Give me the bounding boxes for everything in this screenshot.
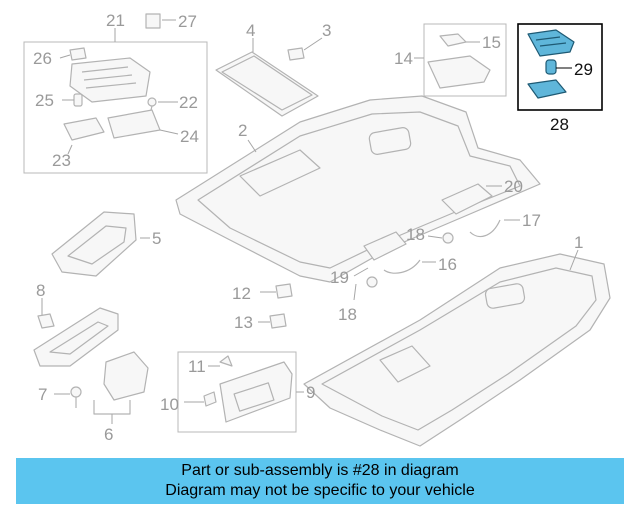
part-4-group: 4 xyxy=(215,21,319,117)
clip-26 xyxy=(69,47,87,61)
callout-9: 9 xyxy=(306,383,315,402)
grab-handle-16 xyxy=(383,259,421,274)
callout-26: 26 xyxy=(33,49,52,68)
callout-7: 7 xyxy=(38,385,47,404)
callout-24: 24 xyxy=(180,127,199,146)
banner-line-2: Diagram may not be specific to your vehi… xyxy=(165,482,475,499)
part-12-13-group: 12 13 xyxy=(232,283,293,332)
lamp-14 xyxy=(427,55,491,89)
clip-13 xyxy=(269,313,287,329)
callout-17: 17 xyxy=(522,211,541,230)
socket-27 xyxy=(145,13,161,29)
part-14-box xyxy=(423,23,507,97)
callout-25: 25 xyxy=(35,91,54,110)
callout-2: 2 xyxy=(238,121,247,140)
screw-18-lower xyxy=(366,276,378,288)
callout-29: 29 xyxy=(574,60,593,79)
part-7-group: 7 xyxy=(38,385,82,408)
screw-18-upper xyxy=(442,232,454,244)
part-5-group: 5 xyxy=(51,211,161,277)
callout-18b: 18 xyxy=(338,305,357,324)
part-2-group: 2 xyxy=(175,95,541,283)
callout-4: 4 xyxy=(246,21,255,40)
callout-8: 8 xyxy=(36,281,45,300)
callout-1: 1 xyxy=(574,233,583,252)
callout-28: 28 xyxy=(550,115,569,134)
clip-11 xyxy=(219,355,233,367)
map-lamp-housing xyxy=(69,57,151,103)
clip-3 xyxy=(287,47,305,61)
part-20-group: 20 xyxy=(441,177,523,215)
bracket-19 xyxy=(363,231,407,261)
part-17-group: 17 xyxy=(469,211,541,238)
part-18-group: 18 18 xyxy=(338,225,454,324)
callout-27: 27 xyxy=(178,12,197,31)
bracket-6-right xyxy=(103,351,149,401)
headliner-1 xyxy=(303,253,611,447)
callout-19: 19 xyxy=(330,268,349,287)
sun-visor-9 xyxy=(219,361,293,423)
part-8-group: 8 xyxy=(36,281,55,329)
screw-7 xyxy=(70,386,82,398)
callout-13: 13 xyxy=(234,313,253,332)
part-19-group: 19 xyxy=(330,231,407,287)
grab-handle-17 xyxy=(469,219,501,238)
callout-10: 10 xyxy=(160,395,179,414)
bracket-8 xyxy=(37,313,55,329)
part-21-group: 21 26 25 22 24 23 xyxy=(23,11,208,174)
callout-15: 15 xyxy=(482,33,501,52)
part-16-group: 16 xyxy=(383,255,457,274)
callout-14: 14 xyxy=(394,49,413,68)
bulb-25 xyxy=(73,93,83,107)
clip-12 xyxy=(275,283,293,299)
part-3-group: 3 xyxy=(287,21,331,61)
lens-24 xyxy=(107,109,161,139)
lens-15 xyxy=(439,33,467,47)
sunroof-opening xyxy=(368,127,412,155)
part-27-group: 27 xyxy=(145,12,197,31)
screw-22 xyxy=(147,97,157,107)
lens-23 xyxy=(63,117,105,141)
banner-line-1: Part or sub-assembly is #28 in diagram xyxy=(181,462,459,479)
cover-5 xyxy=(51,211,137,277)
callout-16: 16 xyxy=(438,255,457,274)
part-28-group: 29 28 xyxy=(517,23,603,134)
part-1-group: 1 xyxy=(303,233,611,447)
sunshade-4 xyxy=(215,51,319,117)
callout-21: 21 xyxy=(106,11,125,30)
parts-diagram: 21 26 25 22 24 23 27 4 xyxy=(23,11,611,447)
part-6-group: 6 xyxy=(33,307,149,444)
callout-5: 5 xyxy=(152,229,161,248)
part-28-box xyxy=(517,23,603,111)
lens-28 xyxy=(527,79,567,99)
bracket-20 xyxy=(441,183,493,215)
bulb-29 xyxy=(545,59,557,75)
part-14-group: 14 15 xyxy=(394,23,507,97)
headliner-2 xyxy=(175,95,541,283)
mount-10 xyxy=(203,391,217,407)
callout-12: 12 xyxy=(232,284,251,303)
headliner-1-pocket xyxy=(379,345,431,383)
console-lamp-28 xyxy=(527,29,575,57)
callout-11: 11 xyxy=(188,357,206,376)
info-banner: Part or sub-assembly is #28 in diagram D… xyxy=(16,458,624,504)
callout-18a: 18 xyxy=(406,225,425,244)
callout-23: 23 xyxy=(52,151,71,170)
callout-3: 3 xyxy=(322,21,331,40)
callout-22: 22 xyxy=(179,93,198,112)
sunroof-opening-1 xyxy=(484,283,526,309)
callout-20: 20 xyxy=(504,177,523,196)
callout-6: 6 xyxy=(104,425,113,444)
part-9-group: 9 11 10 xyxy=(160,351,315,433)
